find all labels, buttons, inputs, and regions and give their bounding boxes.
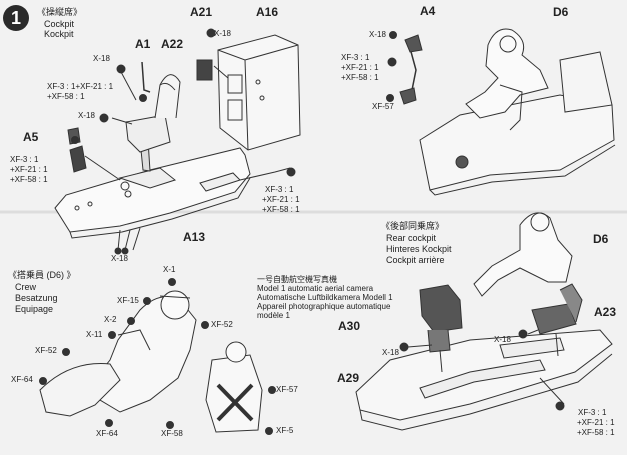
crew-title-de: Besatzung <box>15 293 58 303</box>
camera-a30 <box>419 284 463 333</box>
step-number-badge: 1 <box>3 5 29 31</box>
part-label-a30: A30 <box>338 319 361 333</box>
paint-x11: X-11 <box>86 330 103 339</box>
cockpit-title-1: Cockpit <box>44 19 75 29</box>
paint-xf58-e: +XF-58 : 1 <box>577 428 615 437</box>
camera-line-2: Model 1 automatic aerial camera <box>257 284 374 293</box>
paint-xf21-a: +XF-21 : 1 <box>10 165 48 174</box>
paint-x18-f: X-18 <box>382 348 399 357</box>
paint-x18-a: X-18 <box>93 54 110 63</box>
paint-xf21-b: +XF-21 : 1 <box>262 195 300 204</box>
part-label-a4: A4 <box>420 4 436 18</box>
part-label-a5: A5 <box>23 130 39 144</box>
paint-xf3-c: XF-3 : 1 <box>341 53 370 62</box>
paint-x1: X-1 <box>163 265 176 274</box>
cockpit-title-2: Kockpit <box>44 29 74 39</box>
paint-x18-c: X-18 <box>78 111 95 120</box>
rear-title-en: Rear cockpit <box>386 233 437 243</box>
camera-line-4: Appareil photographique automatique <box>257 302 391 311</box>
figure-d6-rear <box>473 212 573 297</box>
paint-xf57-a: XF-57 <box>372 102 394 111</box>
paint-x18-d: X-18 <box>111 254 128 263</box>
paint-x18-b: X-18 <box>214 29 231 38</box>
camera-line-5: modèle 1 <box>257 311 290 320</box>
seat-a23 <box>531 303 577 335</box>
seat-a22 <box>125 114 171 153</box>
paint-xf5: XF-5 <box>276 426 294 435</box>
crew-title-en: Crew <box>15 282 37 292</box>
paint-xf64-a: XF-64 <box>11 375 33 384</box>
paint-xf52-b: XF-52 <box>35 346 57 355</box>
part-label-a13: A13 <box>183 230 206 244</box>
paint-xf58-b: +XF-58 : 1 <box>10 175 48 184</box>
part-a21 <box>196 59 213 81</box>
paint-xf57-b: XF-57 <box>276 385 298 394</box>
bulkhead-a16 <box>217 34 301 151</box>
rear-title-jp: 《後部同乗席》 <box>381 221 445 231</box>
paint-xf3-b: XF-3 : 1 <box>265 185 294 194</box>
crew-back <box>205 354 263 433</box>
paint-xf3-xf21-a: XF-3 : 1+XF-21 : 1 <box>47 82 114 91</box>
paint-xf21-d: +XF-21 : 1 <box>577 418 615 427</box>
rear-title-fr: Cockpit arrière <box>386 255 445 265</box>
paint-xf52-a: XF-52 <box>211 320 233 329</box>
part-label-a23: A23 <box>594 305 617 319</box>
paint-xf58-c: +XF-58 : 1 <box>262 205 300 214</box>
crew-title-jp: 《搭乗員 (D6) 》 <box>8 270 76 280</box>
paint-x18-e: X-18 <box>369 30 386 39</box>
paint-xf58-a: +XF-58 : 1 <box>47 92 85 101</box>
paint-xf3-a: XF-3 : 1 <box>10 155 39 164</box>
part-label-a29: A29 <box>337 371 360 385</box>
paint-xf21-c: +XF-21 : 1 <box>341 63 379 72</box>
paint-x2: X-2 <box>104 315 117 324</box>
cockpit-title-jp: 《操縦席》 <box>37 7 83 17</box>
part-label-d6-top: D6 <box>553 5 569 19</box>
part-label-a1: A1 <box>135 37 151 51</box>
rear-title-de: Hinteres Kockpit <box>386 244 452 254</box>
camera-line-1: 一号自動航空機写真機 <box>257 275 337 284</box>
camera-line-3: Automatische Luftbildkamera Modell 1 <box>257 293 393 302</box>
paint-xf64-b: XF-64 <box>96 429 118 438</box>
part-label-d6-mid: D6 <box>593 232 609 246</box>
part-label-a22: A22 <box>161 37 184 51</box>
part-label-a21: A21 <box>190 5 213 19</box>
crew-title-fr: Equipage <box>15 304 54 314</box>
paint-xf58-f: XF-58 <box>161 429 183 438</box>
crew-helmet <box>160 290 190 320</box>
paint-xf58-d: +XF-58 : 1 <box>341 73 379 82</box>
paint-xf15: XF-15 <box>117 296 139 305</box>
paint-x18-g: X-18 <box>494 335 511 344</box>
part-a5 <box>69 145 87 173</box>
figure-d6-top <box>465 28 549 119</box>
paint-xf3-d: XF-3 : 1 <box>578 408 607 417</box>
part-label-a16: A16 <box>256 5 279 19</box>
